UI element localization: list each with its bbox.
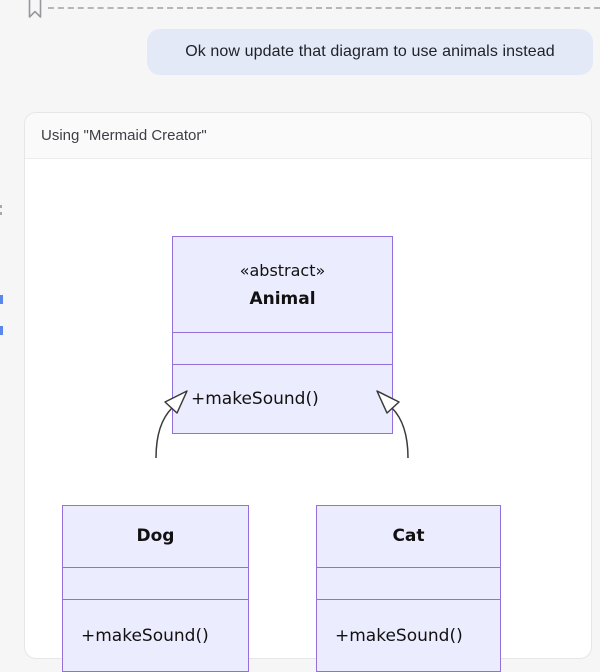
mermaid-diagram-canvas: «abstract» Animal +makeSound() Dog +make… bbox=[25, 159, 591, 672]
method-label: +makeSound() bbox=[81, 625, 209, 646]
class-name-animal: Animal bbox=[249, 288, 316, 309]
class-annotation-abstract: «abstract» bbox=[239, 260, 326, 280]
section-divider-dashed bbox=[48, 7, 600, 9]
class-box-dog: Dog +makeSound() bbox=[62, 505, 249, 672]
class-attributes-animal bbox=[173, 332, 392, 364]
class-box-cat: Cat +makeSound() bbox=[316, 505, 501, 672]
class-title-animal: «abstract» Animal bbox=[173, 237, 392, 332]
tool-card-header[interactable]: Using "Mermaid Creator" bbox=[25, 113, 591, 159]
class-title-dog: Dog bbox=[63, 506, 248, 567]
class-methods-dog: +makeSound() bbox=[63, 599, 248, 671]
user-message-bubble: Ok now update that diagram to use animal… bbox=[147, 29, 593, 75]
class-name-cat: Cat bbox=[392, 526, 425, 546]
class-attributes-dog bbox=[63, 567, 248, 599]
tool-card-header-label: Using "Mermaid Creator" bbox=[41, 127, 207, 144]
user-message-text: Ok now update that diagram to use animal… bbox=[185, 43, 555, 60]
class-methods-animal: +makeSound() bbox=[173, 364, 392, 433]
edge-fragment-blue bbox=[0, 295, 3, 304]
class-box-animal: «abstract» Animal +makeSound() bbox=[172, 236, 393, 434]
class-name-dog: Dog bbox=[136, 526, 175, 546]
bookmark-icon[interactable] bbox=[27, 0, 43, 19]
class-attributes-cat bbox=[317, 567, 500, 599]
class-title-cat: Cat bbox=[317, 506, 500, 567]
method-label: +makeSound() bbox=[191, 389, 319, 409]
edge-fragment-icon bbox=[0, 205, 2, 208]
class-methods-cat: +makeSound() bbox=[317, 599, 500, 671]
edge-fragment-icon bbox=[0, 212, 2, 215]
method-label: +makeSound() bbox=[335, 625, 463, 646]
tool-use-card: Using "Mermaid Creator" «abstract» Anima… bbox=[24, 112, 592, 672]
edge-fragment-blue bbox=[0, 326, 3, 335]
